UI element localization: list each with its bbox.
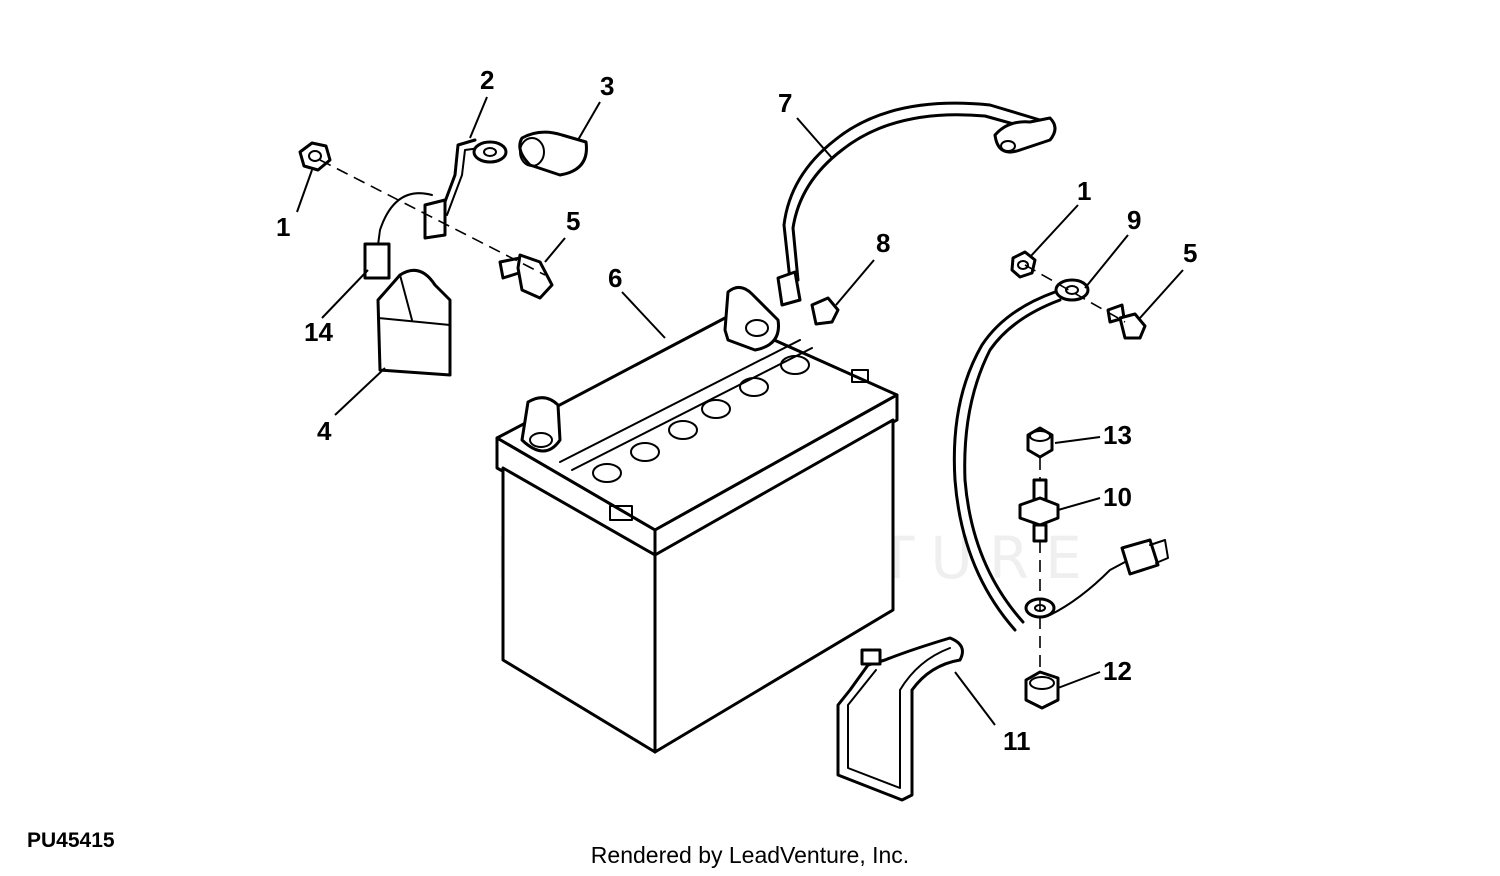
callout-1-left: 1	[276, 212, 290, 242]
callout-14: 14	[304, 317, 333, 347]
callout-4: 4	[317, 416, 332, 446]
callout-12: 12	[1103, 656, 1132, 686]
callout-5-right: 5	[1183, 238, 1197, 268]
callout-9: 9	[1127, 205, 1141, 235]
callout-3: 3	[600, 71, 614, 101]
bolt-part-5-right[interactable]	[1106, 303, 1147, 340]
nut-part-12[interactable]	[1024, 670, 1060, 710]
callout-1-right: 1	[1077, 176, 1091, 206]
rendered-by-credit: Rendered by LeadVenture, Inc.	[590, 842, 910, 868]
callout-6: 6	[608, 263, 622, 293]
callout-7: 7	[778, 88, 792, 118]
leader-lines	[296, 96, 1184, 726]
callout-10: 10	[1103, 482, 1132, 512]
nut-part-8[interactable]	[810, 296, 840, 326]
ground-cable-part-9[interactable]	[952, 278, 1169, 632]
battery-part-6[interactable]	[495, 286, 899, 754]
callout-8: 8	[876, 228, 890, 258]
callout-11: 11	[1003, 726, 1031, 756]
callout-2: 2	[480, 65, 494, 95]
callout-5-left: 5	[566, 206, 580, 236]
assembly-axis-left	[319, 159, 546, 276]
bolt-part-5-left[interactable]	[498, 253, 554, 300]
callout-labels: 1 2 3 5 14 4 6 7 8 1 9 5 13 10 12 11	[276, 65, 1197, 756]
cable-cap-part-3[interactable]	[518, 130, 588, 177]
nut-part-1-left[interactable]	[298, 141, 332, 172]
terminal-cover-part-4[interactable]	[376, 268, 452, 377]
diagram-reference-code: PU45415	[27, 829, 115, 852]
hold-down-bracket-part-11[interactable]	[836, 636, 964, 802]
nut-part-1-right[interactable]	[1010, 250, 1037, 279]
positive-cable-part-7[interactable]	[776, 101, 1057, 307]
assembly-axis-right	[1024, 264, 1126, 323]
stud-part-10[interactable]	[1018, 478, 1060, 543]
callout-13: 13	[1103, 420, 1132, 450]
negative-cable-part-2[interactable]	[363, 138, 508, 280]
nut-part-13[interactable]	[1026, 426, 1054, 459]
